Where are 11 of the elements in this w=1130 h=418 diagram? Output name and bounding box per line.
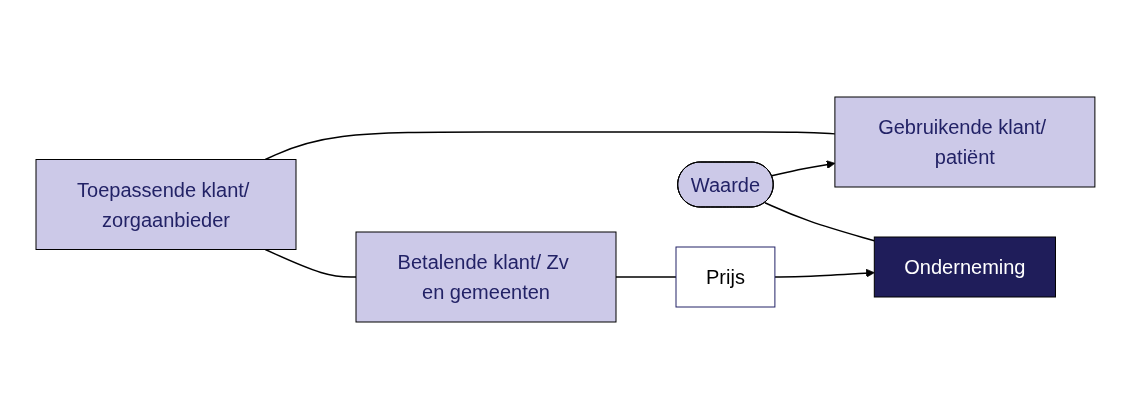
connector	[614, 275, 677, 278]
connector	[763, 201, 875, 242]
node-box: Toepassende klant/ zorgaanbieder	[35, 158, 297, 250]
arrow	[773, 268, 875, 278]
node-box: Prijs	[675, 246, 775, 307]
node-box: Betalende klant/ Zv en gemeenten	[355, 231, 617, 322]
connector	[264, 130, 836, 160]
node-box: Gebruikende klant/ patiënt	[833, 96, 1095, 187]
connector	[264, 248, 357, 278]
arrow	[770, 159, 835, 176]
node-box: Onderneming	[873, 236, 1056, 297]
